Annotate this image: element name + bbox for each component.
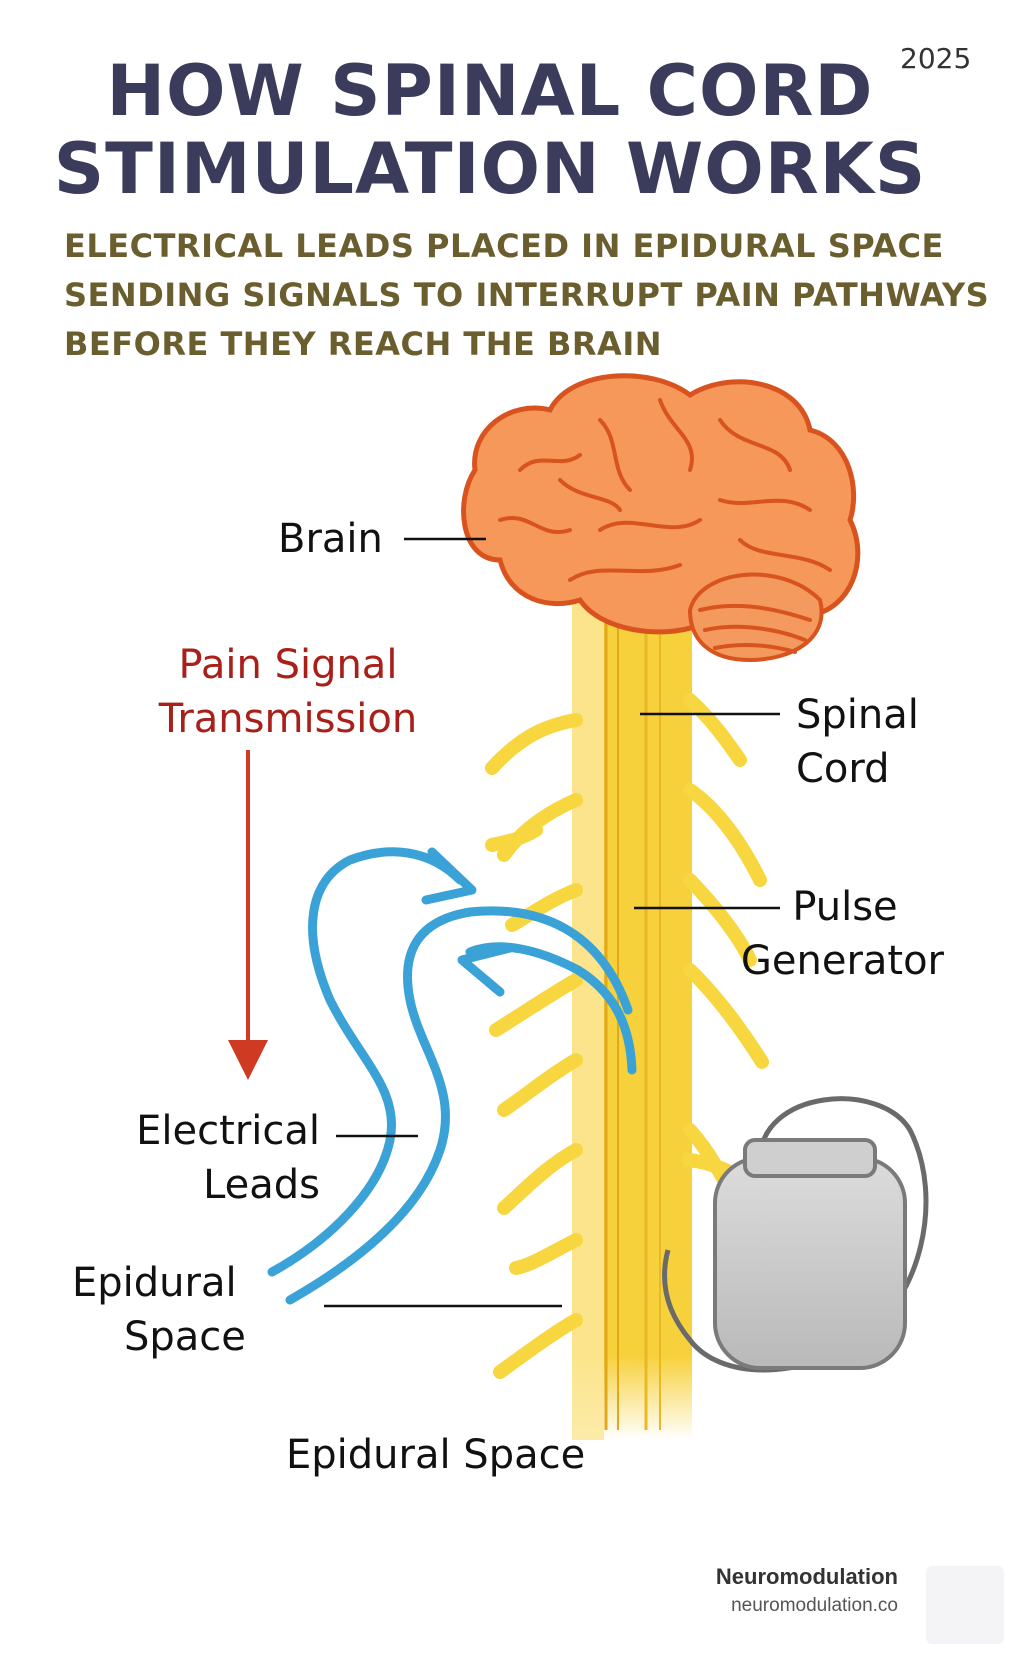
label-epidural-space: Epidural Space bbox=[72, 1256, 246, 1364]
nerve-roots bbox=[485, 693, 769, 1379]
label-electrical-leads: Electrical Leads bbox=[96, 1104, 320, 1212]
label-spinal-cord-line-2: Cord bbox=[796, 746, 890, 792]
brand-name: Neuromodulation bbox=[715, 1564, 898, 1589]
label-epidural-space-line-2: Space bbox=[124, 1314, 246, 1360]
year-label: 2025 bbox=[900, 42, 972, 75]
label-epidural-space-line-1: Epidural bbox=[72, 1260, 237, 1306]
label-pain-signal: Pain Signal Transmission bbox=[128, 638, 448, 746]
brand-url: neuromodulation.co bbox=[731, 1595, 898, 1616]
label-spinal-cord-line-1: Spinal bbox=[796, 692, 919, 738]
subtitle-line-3: BEFORE THEY REACH THE BRAIN bbox=[64, 325, 662, 363]
leader-lines bbox=[324, 537, 780, 1308]
page-title: HOW SPINAL CORD STIMULATION WORKS bbox=[40, 52, 940, 208]
electrical-leads bbox=[267, 847, 637, 1305]
label-pain-signal-line-2: Transmission bbox=[158, 696, 418, 742]
subtitle: ELECTRICAL LEADS PLACED IN EPIDURAL SPAC… bbox=[64, 222, 990, 369]
label-pulse-generator: Pulse Generator bbox=[716, 880, 944, 988]
pulse-generator-illustration bbox=[661, 1096, 929, 1373]
brand-badge-icon bbox=[926, 1566, 1004, 1644]
spinal-column bbox=[572, 600, 692, 1440]
title-line-2: STIMULATION WORKS bbox=[53, 128, 927, 210]
subtitle-line-1: ELECTRICAL LEADS PLACED IN EPIDURAL SPAC… bbox=[64, 227, 944, 265]
brain-illustration bbox=[461, 373, 861, 663]
pain-signal-arrow bbox=[228, 750, 268, 1080]
label-epidural-space-bottom: Epidural Space bbox=[286, 1432, 586, 1478]
brand-block: Neuromodulation neuromodulation.co bbox=[620, 1562, 898, 1620]
subtitle-line-2: SENDING SIGNALS TO INTERRUPT PAIN PATHWA… bbox=[64, 276, 990, 314]
label-electrical-leads-line-1: Electrical bbox=[136, 1108, 320, 1154]
label-spinal-cord: Spinal Cord bbox=[796, 688, 919, 796]
label-brain: Brain bbox=[278, 516, 383, 562]
label-pulse-generator-line-1: Pulse bbox=[792, 884, 898, 930]
label-pulse-generator-line-2: Generator bbox=[740, 938, 944, 984]
title-line-1: HOW SPINAL CORD bbox=[106, 50, 874, 132]
label-pain-signal-line-1: Pain Signal bbox=[178, 642, 398, 688]
label-electrical-leads-line-2: Leads bbox=[203, 1162, 320, 1208]
